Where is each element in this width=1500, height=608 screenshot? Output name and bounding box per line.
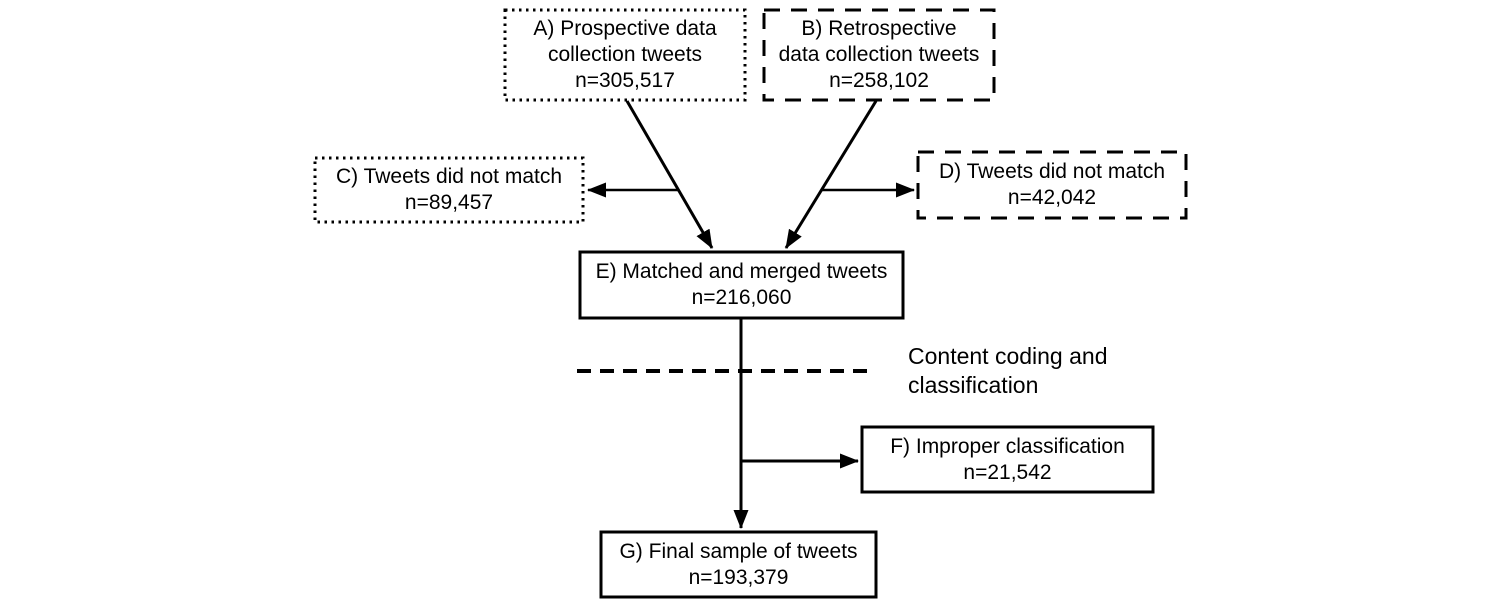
box-a-border <box>503 8 747 102</box>
phase-label: Content coding and classification <box>908 343 1108 398</box>
box-text-line: D) Tweets did not match <box>938 160 1166 183</box>
box-text-line: G) Final sample of tweets <box>619 539 858 563</box>
box-g-final-sample: G) Final sample of tweets n=193,379 <box>601 532 876 597</box>
arrow-b-to-e <box>784 100 878 249</box>
box-count: n=42,042 <box>1007 186 1097 209</box>
box-e-matched-merged-tweets: E) Matched and merged tweets n=216,060 <box>580 252 903 318</box>
box-text-line: A) Prospective data <box>533 17 717 40</box>
box-c-border <box>313 156 585 224</box>
box-f-improper-classification: F) Improper classification n=21,542 <box>862 427 1153 492</box>
arrow-a-to-e <box>625 100 714 249</box>
box-text-line: B) Retrospective <box>801 17 957 40</box>
box-text-line: C) Tweets did not match <box>335 165 563 188</box>
box-count: n=258,102 <box>829 69 929 92</box>
box-b-border <box>762 8 996 102</box>
box-count: n=216,060 <box>691 286 792 309</box>
box-d-unmatched-tweets: D) Tweets did not match n=42,042 <box>918 152 1186 218</box>
box-text-line: E) Matched and merged tweets <box>595 260 888 283</box>
box-c-unmatched-tweets: C) Tweets did not match n=89,457 <box>315 158 583 222</box>
box-count: n=21,542 <box>963 460 1052 484</box>
box-text-line: collection tweets <box>547 43 703 66</box>
box-text-line: data collection tweets <box>778 43 980 66</box>
box-count: n=305,517 <box>575 69 675 92</box>
box-d-border <box>916 150 1188 220</box>
box-count: n=89,457 <box>404 191 494 214</box>
box-b-retrospective-tweets: B) Retrospective data collection tweets … <box>764 10 994 100</box>
box-g-border <box>599 530 878 599</box>
box-count: n=193,379 <box>688 565 789 589</box>
box-text-line: F) Improper classification <box>890 434 1125 458</box>
box-a-prospective-tweets: A) Prospective data collection tweets n=… <box>505 10 745 100</box>
box-f-border <box>860 425 1155 494</box>
